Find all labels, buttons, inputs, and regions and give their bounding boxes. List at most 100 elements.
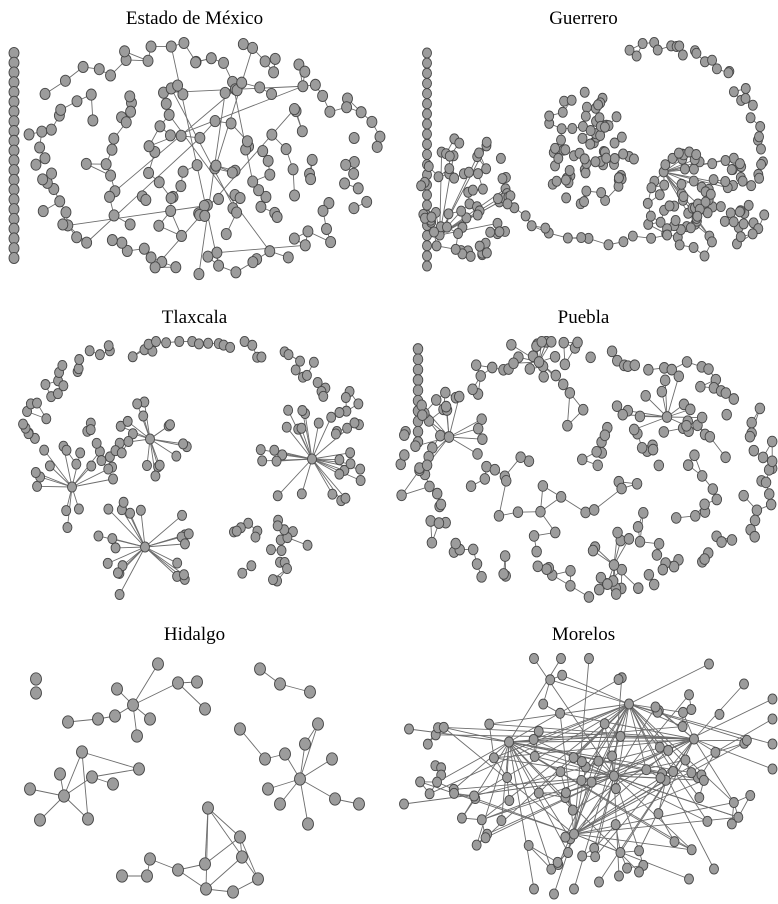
node — [553, 152, 564, 164]
node — [41, 413, 52, 425]
edge — [508, 741, 535, 890]
edge — [311, 417, 332, 460]
edge — [311, 458, 351, 465]
node — [71, 231, 83, 244]
edge — [594, 738, 695, 857]
node — [125, 105, 137, 118]
node — [247, 41, 259, 55]
node — [325, 236, 337, 249]
node — [707, 158, 718, 170]
node — [636, 441, 648, 454]
node — [596, 187, 607, 199]
node — [246, 560, 257, 572]
node — [723, 67, 734, 79]
node — [749, 530, 760, 543]
node — [371, 140, 383, 153]
node — [577, 132, 588, 144]
edge — [239, 836, 259, 880]
node — [592, 459, 603, 472]
node — [255, 444, 266, 456]
node — [77, 60, 89, 74]
node — [353, 398, 364, 410]
node — [556, 123, 567, 135]
node — [178, 36, 190, 50]
node — [502, 772, 513, 783]
node — [259, 55, 271, 68]
node — [735, 231, 746, 243]
edge — [550, 679, 630, 705]
edge — [453, 741, 510, 790]
node — [272, 520, 283, 532]
node — [8, 251, 20, 265]
node — [105, 69, 116, 82]
node — [45, 123, 57, 136]
edge — [657, 780, 667, 814]
node — [296, 488, 307, 500]
node — [581, 101, 592, 113]
edge — [297, 428, 313, 460]
node — [429, 226, 439, 238]
node — [715, 201, 726, 213]
node — [143, 140, 155, 153]
node — [103, 463, 114, 475]
node — [172, 863, 184, 877]
node — [747, 99, 758, 111]
node — [745, 790, 756, 801]
node — [576, 232, 587, 244]
edge — [613, 775, 708, 822]
node — [283, 349, 294, 361]
node — [73, 363, 84, 375]
edge — [71, 451, 101, 488]
node — [617, 408, 628, 421]
node — [305, 173, 317, 186]
node — [119, 45, 131, 58]
node — [199, 702, 211, 716]
node — [153, 219, 165, 232]
node — [684, 873, 694, 885]
node — [85, 88, 97, 101]
node — [111, 682, 123, 696]
node — [282, 563, 292, 575]
node — [422, 57, 432, 69]
node — [80, 157, 92, 170]
node — [562, 232, 573, 244]
node — [62, 715, 74, 729]
node — [567, 804, 578, 816]
node — [745, 112, 756, 124]
node — [120, 116, 132, 129]
node — [477, 183, 488, 195]
node — [681, 356, 693, 368]
node — [640, 390, 651, 402]
node — [422, 108, 432, 120]
edge — [140, 510, 146, 548]
node — [440, 400, 452, 413]
node — [422, 189, 432, 201]
node — [329, 792, 341, 806]
node — [526, 220, 537, 232]
node — [412, 425, 424, 438]
node — [191, 675, 203, 689]
node — [44, 460, 55, 472]
node — [512, 506, 524, 519]
node — [94, 349, 105, 361]
node — [422, 738, 433, 750]
node — [757, 451, 769, 464]
nodes — [399, 653, 778, 900]
node — [345, 447, 356, 459]
node — [634, 535, 646, 548]
panel-title: Puebla — [557, 307, 610, 328]
node — [253, 184, 265, 197]
node — [416, 399, 427, 412]
node — [71, 95, 83, 108]
node — [538, 698, 549, 710]
node — [558, 336, 569, 349]
node — [739, 678, 749, 690]
node — [112, 567, 123, 579]
edge — [628, 703, 715, 870]
node — [116, 447, 127, 459]
edge — [143, 401, 151, 440]
node — [740, 83, 751, 95]
edge — [198, 92, 226, 275]
node — [58, 380, 69, 392]
edge — [461, 741, 510, 819]
